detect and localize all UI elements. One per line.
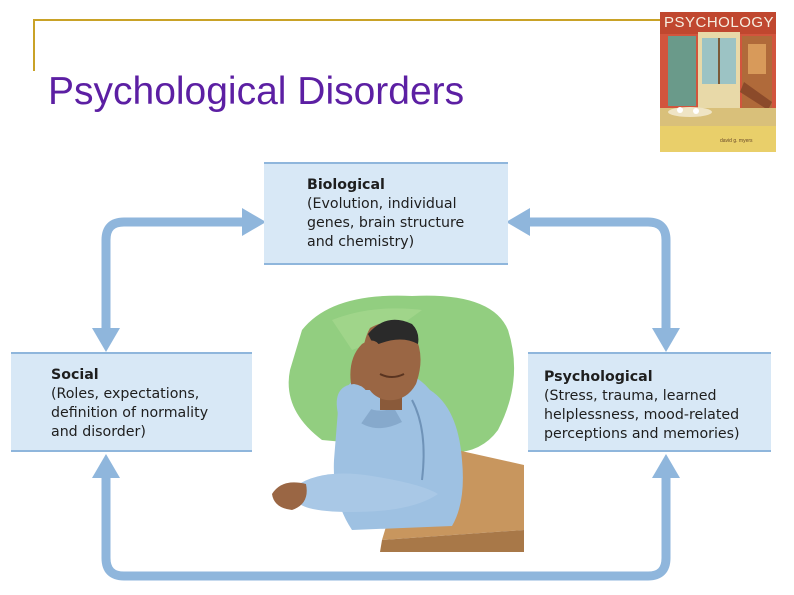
psychological-detail-line: helplessness, mood-related — [544, 407, 740, 423]
connector-social-psychological — [101, 472, 671, 581]
biological-detail-line: genes, brain structure — [307, 215, 465, 231]
title-accent-line-vertical — [33, 19, 35, 71]
social-detail-line: (Roles, expectations, — [51, 386, 200, 402]
book-cover-author: david g. myers — [720, 138, 753, 144]
psychological-factors-box: Psychological (Stress, trauma, learned h… — [528, 352, 771, 452]
arrowhead-to-biological-left — [242, 208, 266, 236]
arrowhead-to-social-top — [92, 328, 120, 352]
social-factors-box: Social (Roles, expectations, definition … — [11, 352, 252, 452]
connector-biological-psychological — [524, 217, 671, 334]
arrowhead-to-psychological-top — [652, 328, 680, 352]
book-cover-title: PSYCHOLOGY — [664, 14, 775, 31]
arrowhead-to-psychological-bottom — [652, 454, 680, 478]
biological-detail-line: (Evolution, individual — [307, 196, 457, 212]
arrowhead-to-biological-right — [506, 208, 530, 236]
man-thinking-illustration — [262, 290, 530, 552]
psychological-detail-line: (Stress, trauma, learned — [544, 388, 717, 404]
social-heading: Social — [51, 367, 99, 383]
book-cover-image: PSYCHOLOGY david g. myers — [660, 12, 776, 152]
social-detail-line: and disorder) — [51, 424, 146, 440]
biological-factors-box: Biological (Evolution, individual genes,… — [264, 162, 508, 265]
slide-title: Psychological Disorders — [48, 70, 465, 113]
arrowhead-to-social-bottom — [92, 454, 120, 478]
psychological-heading: Psychological — [544, 369, 653, 385]
biological-detail-line: and chemistry) — [307, 234, 415, 250]
title-accent-line — [33, 19, 663, 21]
social-detail-line: definition of normality — [51, 405, 209, 421]
biological-heading: Biological — [307, 177, 385, 193]
psychological-detail-line: perceptions and memories) — [544, 426, 740, 442]
connector-social-biological — [101, 217, 248, 334]
